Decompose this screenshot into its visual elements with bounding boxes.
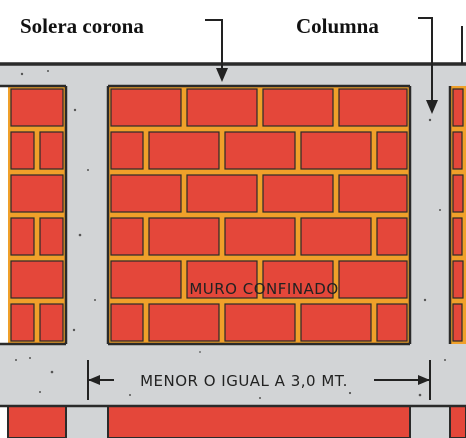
brick <box>224 217 296 256</box>
brick <box>148 217 220 256</box>
brick <box>10 131 35 170</box>
brick <box>376 217 408 256</box>
brick <box>10 88 64 127</box>
brick <box>338 174 408 213</box>
brick <box>110 88 182 127</box>
bond-beam-label: Solera corona <box>20 14 144 38</box>
brick <box>186 88 258 127</box>
brick <box>376 303 408 342</box>
bond-beam-arrow <box>205 19 228 82</box>
brick <box>452 303 463 342</box>
left-brick-strip <box>8 86 66 344</box>
brick <box>10 260 64 299</box>
brick <box>110 260 182 299</box>
brick <box>338 260 408 299</box>
brick <box>300 131 372 170</box>
brick-panel <box>108 86 410 344</box>
brick <box>224 303 296 342</box>
outlines <box>0 62 466 408</box>
brick <box>10 174 64 213</box>
brick <box>262 88 334 127</box>
brick <box>10 303 35 342</box>
brick <box>262 260 334 299</box>
wall-label: MURO CONFINADO <box>189 280 338 298</box>
brick <box>39 303 64 342</box>
brick <box>39 131 64 170</box>
brick <box>452 88 464 127</box>
brick <box>262 174 334 213</box>
brick <box>10 217 35 256</box>
brick <box>452 217 463 256</box>
brick <box>376 131 408 170</box>
bond-beam <box>0 64 466 86</box>
brick <box>186 260 258 299</box>
brick <box>110 217 144 256</box>
dimension-label: MENOR O IGUAL A 3,0 MT. <box>140 372 348 390</box>
brick <box>110 131 144 170</box>
dimension-label-bg <box>114 368 374 392</box>
brick <box>452 131 463 170</box>
brick <box>110 303 144 342</box>
brick <box>39 217 64 256</box>
brick <box>224 131 296 170</box>
concrete-frame <box>0 64 466 438</box>
column-arrow <box>418 17 438 114</box>
panel-bricks <box>110 88 408 342</box>
lower-bricks <box>7 405 466 438</box>
concrete-speckles <box>15 70 446 399</box>
brick <box>452 174 464 213</box>
brick <box>186 174 258 213</box>
brick <box>110 174 182 213</box>
brick <box>148 131 220 170</box>
brick <box>338 88 408 127</box>
brick <box>148 303 220 342</box>
right-brick-strip <box>450 86 466 344</box>
column-label: Columna <box>296 14 379 38</box>
brick <box>300 303 372 342</box>
brick <box>452 260 464 299</box>
brick <box>300 217 372 256</box>
